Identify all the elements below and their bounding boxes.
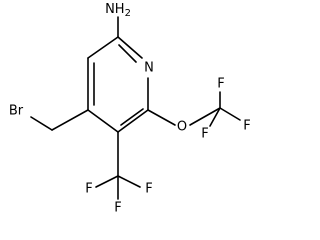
atom-label-f-ocf3-top: F: [217, 77, 224, 92]
substituent-bonds: [30, 16, 241, 200]
atom-label-ring-nitrogen: N: [144, 61, 154, 76]
atom-labels: NH2 N Br O F F F F F F: [9, 2, 251, 216]
bond-ocf3-f-right: [219, 107, 241, 121]
pyridine-ring: [87, 36, 149, 133]
bond-c3-c2: [117, 109, 149, 133]
bond-o-cf3: [189, 107, 221, 126]
chemical-structure: NH2 N Br O F F F F F F: [9, 2, 251, 216]
bond-c3-c2-double: [120, 108, 144, 126]
atom-label-bromine: Br: [9, 104, 24, 119]
bond-c4-c3: [87, 109, 119, 133]
bond-ch2-br: [30, 116, 53, 131]
atom-label-ether-oxygen: O: [177, 120, 187, 135]
atom-label-amine: NH2: [105, 2, 131, 20]
bond-ocf3-f-bottom: [209, 107, 221, 127]
bond-c2-o: [147, 109, 176, 126]
atom-label-f-ocf3-right: F: [243, 119, 250, 134]
atom-label-f-cf3-left: F: [85, 182, 92, 197]
bond-c4-ch2: [51, 109, 89, 131]
atom-label-f-cf3-bottom: F: [114, 201, 121, 216]
bond-n1-c6-double: [118, 44, 137, 63]
atom-label-f-ocf3-bottom: F: [201, 127, 208, 142]
atom-label-f-cf3-right: F: [145, 182, 152, 197]
bond-cf3-f-left: [95, 175, 119, 188]
bond-cf3-f-right: [117, 175, 141, 188]
bond-c6-c5: [87, 36, 119, 59]
bond-n1-c6: [117, 36, 143, 59]
